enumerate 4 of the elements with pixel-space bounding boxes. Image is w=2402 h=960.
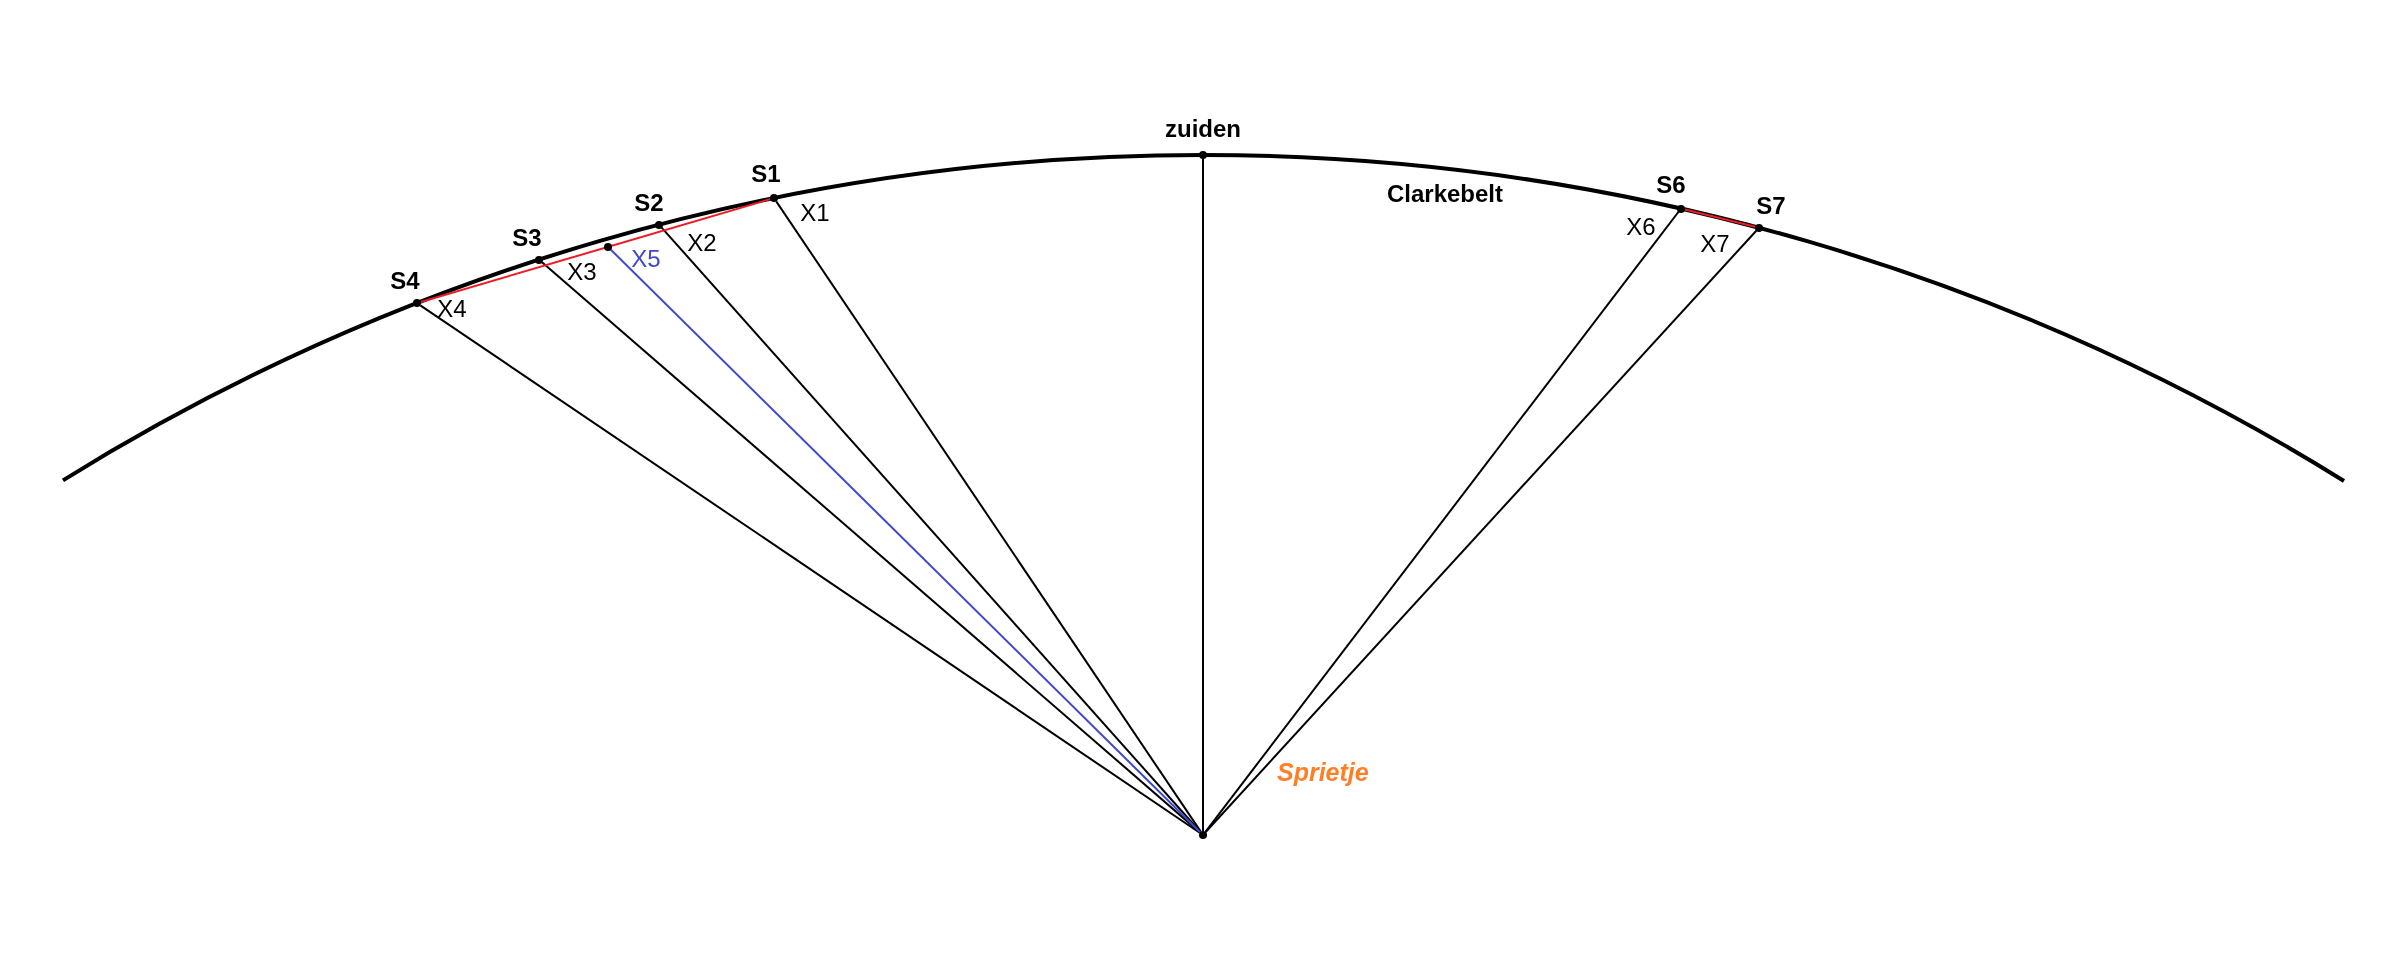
point-marker [1199,831,1207,839]
origin-label: Sprietje [1277,760,1369,785]
point-marker [1199,151,1207,159]
point-label: zuiden [1165,117,1241,141]
